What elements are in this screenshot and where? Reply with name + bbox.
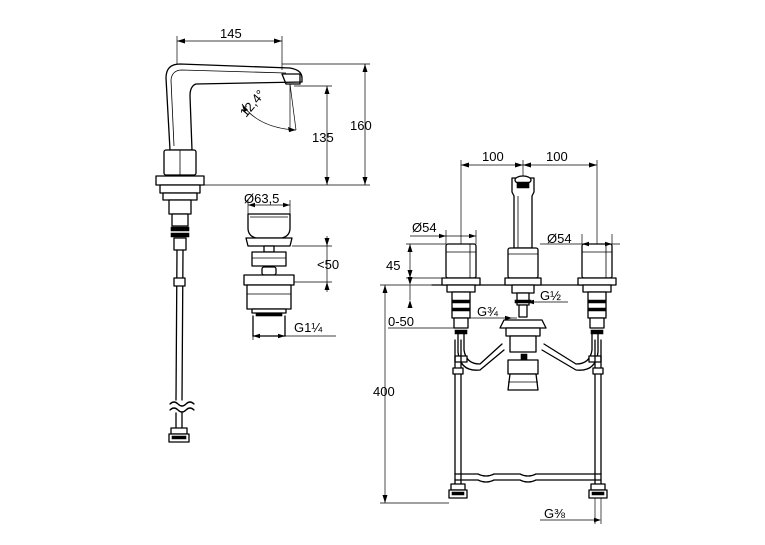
label-thread-mid: G¾ bbox=[477, 304, 498, 319]
label-center-right: 100 bbox=[546, 149, 568, 164]
dim-overall-height: 160 bbox=[282, 63, 372, 186]
dim-thread-small: G½ bbox=[517, 288, 568, 305]
waste-assembly-view bbox=[243, 213, 295, 337]
dim-deck-thickness: 0-50 bbox=[388, 277, 454, 329]
dim-thread-mid: G¾ bbox=[470, 304, 517, 321]
dim-waste-stroke: <50 bbox=[292, 236, 339, 292]
label-handle-dia-left: Ø54 bbox=[412, 220, 437, 235]
label-waste-diameter: Ø63,5 bbox=[244, 191, 279, 206]
label-hose-length: 400 bbox=[373, 384, 395, 399]
dim-handle-diameter-right: Ø54 bbox=[540, 231, 620, 247]
dim-spout-angle: 12,4° bbox=[237, 83, 297, 132]
label-connection-thread: G⅜ bbox=[544, 506, 565, 521]
dim-center-spacing: 100 100 bbox=[460, 149, 598, 244]
dim-waste-diameter: Ø63,5 bbox=[244, 191, 291, 214]
dim-deck-height: 45 bbox=[386, 243, 446, 279]
three-hole-mixer-view bbox=[431, 175, 617, 499]
label-waste-thread: G1¼ bbox=[294, 320, 322, 335]
label-outlet-height: 135 bbox=[312, 130, 334, 145]
faucet-side-view bbox=[155, 63, 303, 443]
label-thread-small: G½ bbox=[540, 288, 561, 303]
label-overall-height: 160 bbox=[350, 118, 372, 133]
label-waste-stroke: <50 bbox=[317, 257, 339, 272]
label-spout-angle: 12,4° bbox=[237, 87, 268, 120]
label-center-left: 100 bbox=[482, 149, 504, 164]
dim-connection-thread: G⅜ bbox=[540, 498, 602, 524]
label-deck-thickness: 0-50 bbox=[388, 314, 414, 329]
dim-handle-diameter-left: Ø54 bbox=[410, 220, 477, 244]
dim-spout-reach: 145 bbox=[176, 26, 283, 70]
dim-hose-length: 400 bbox=[373, 284, 449, 504]
label-handle-dia-right: Ø54 bbox=[547, 231, 572, 246]
dim-waste-thread: G1¼ bbox=[252, 320, 336, 340]
label-spout-reach: 145 bbox=[220, 26, 242, 41]
label-deck-height: 45 bbox=[386, 258, 400, 273]
dim-outlet-height: 135 bbox=[204, 85, 334, 186]
